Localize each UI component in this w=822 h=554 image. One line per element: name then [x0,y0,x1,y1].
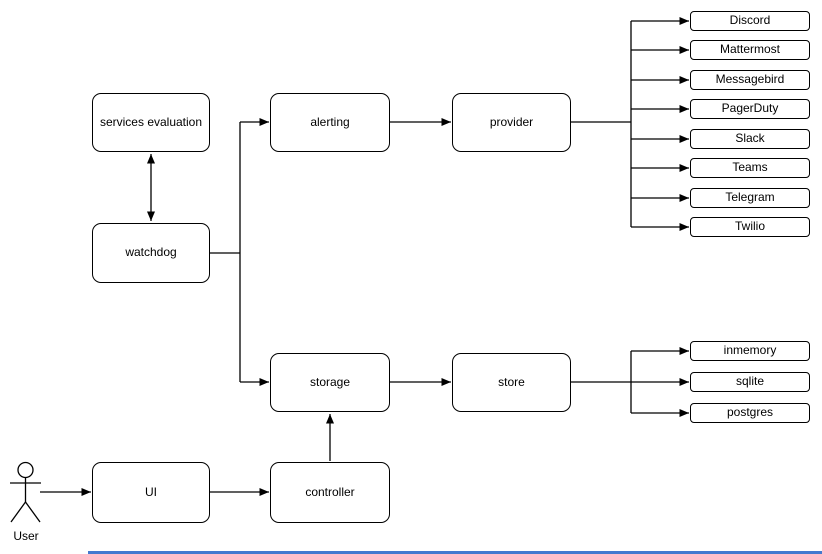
node-provider: provider [452,93,571,152]
node-services-evaluation: services evaluation [92,93,210,152]
user-actor-label: User [13,529,39,543]
node-storage: storage [270,353,390,412]
provider-item-twilio: Twilio [690,217,810,237]
node-ui: UI [92,462,210,523]
window-bottom-edge [88,551,822,554]
provider-item-pagerduty: PagerDuty [690,99,810,119]
node-alerting: alerting [270,93,390,152]
provider-item-telegram: Telegram [690,188,810,208]
node-controller: controller [270,462,390,523]
provider-item-slack: Slack [690,129,810,149]
store-item-postgres: postgres [690,403,810,423]
node-watchdog: watchdog [92,223,210,283]
store-item-sqlite: sqlite [690,372,810,392]
provider-item-teams: Teams [690,158,810,178]
user-actor-icon [10,461,41,523]
store-item-inmemory: inmemory [690,341,810,361]
node-store: store [452,353,571,412]
provider-item-discord: Discord [690,11,810,31]
provider-item-messagebird: Messagebird [690,70,810,90]
provider-item-mattermost: Mattermost [690,40,810,60]
